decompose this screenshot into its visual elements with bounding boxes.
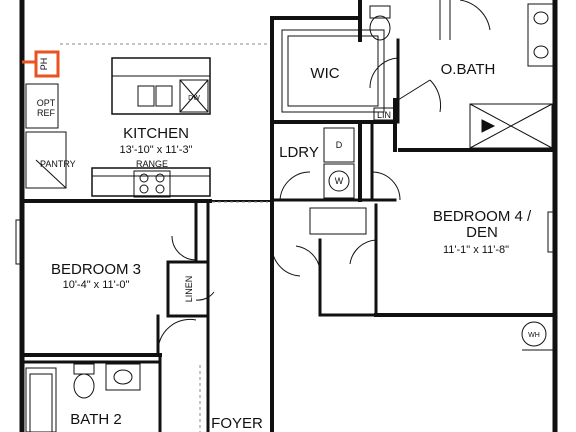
room-label-bedroom3: BEDROOM 3: [51, 261, 141, 278]
label-lin: LIN: [377, 110, 391, 120]
label-range: RANGE: [136, 159, 168, 169]
room-label-wic: WIC: [310, 65, 339, 82]
label-ref: REF: [37, 108, 56, 118]
fixture-labels: PANTRY RANGE OPT REF DW LINEN LIN WH D W…: [37, 58, 540, 339]
laundry-fixtures: [279, 127, 401, 235]
kitchen-fixtures: [22, 50, 211, 198]
room-dim-kitchen: 13'-10" x 11'-3": [120, 144, 193, 156]
room-label-obath: O.BATH: [441, 61, 496, 78]
bedroom3-fixtures: [15, 219, 215, 432]
room-label-bedroom4-line2: DEN: [466, 224, 498, 241]
label-linen: LINEN: [184, 276, 194, 303]
ph-box: [34, 50, 60, 78]
label-ph: PH: [39, 58, 49, 71]
room-label-bedroom4-line1: BEDROOM 4 /: [433, 208, 532, 225]
label-wh: WH: [528, 332, 540, 339]
room-label-bath2: BATH 2: [70, 411, 121, 428]
room-label-foyer: FOYER: [211, 415, 263, 432]
label-opt: OPT: [37, 98, 56, 108]
label-washer: W: [335, 176, 344, 186]
label-dryer: D: [336, 140, 343, 150]
room-label-ldry: LDRY: [279, 144, 319, 161]
walls: [19, 0, 558, 432]
room-dim-bedroom3: 10'-4" x 11'-0": [63, 279, 130, 291]
bedroom4-fixtures: [271, 211, 557, 351]
room-label-kitchen: KITCHEN: [123, 125, 189, 142]
label-dw: DW: [188, 95, 200, 102]
room-dim-bedroom4: 11'-1" x 11'-8": [443, 244, 509, 256]
room-labels: KITCHEN 13'-10" x 11'-3" BEDROOM 3 10'-4…: [51, 61, 532, 432]
label-pantry: PANTRY: [40, 159, 76, 169]
bath-fixtures: [281, 0, 555, 149]
